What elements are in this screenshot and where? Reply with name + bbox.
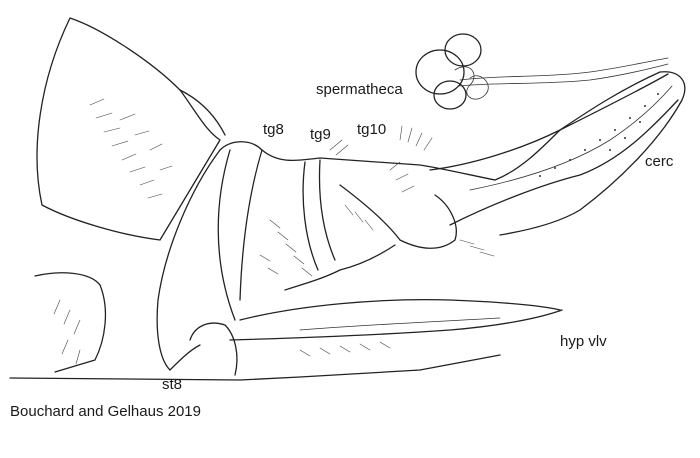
setae-segment-7 [89, 98, 173, 199]
sternite-8-outline [189, 322, 238, 376]
setae-segment-9-10 [329, 125, 433, 231]
segment-7-inner-fold [179, 89, 226, 136]
hypogynial-valve-upper [239, 299, 561, 321]
spermatheca-bulb-2 [444, 33, 482, 67]
segment-8-band-2 [239, 149, 263, 301]
setae-segment-8 [259, 219, 313, 277]
spermatheca-duct-2 [457, 63, 669, 87]
hypogynial-valve-lower [229, 309, 563, 341]
baseline [9, 354, 501, 381]
spermatheca-bulb-3 [433, 80, 467, 110]
label-st8: st8 [162, 376, 183, 393]
cercus-upper [429, 73, 669, 171]
figure-credit: Bouchard and Gelhaus 2019 [10, 403, 201, 420]
spermatheca-bulb-1 [415, 49, 465, 95]
segment-9-band [302, 161, 319, 271]
spermatheca-duct-1 [459, 57, 669, 81]
setae-lower-left [53, 299, 81, 365]
cercus-punctation [539, 93, 659, 177]
sternite-8-fold [169, 344, 201, 371]
hypogynial-valve-inner [299, 317, 501, 331]
label-tg9: tg9 [310, 126, 331, 143]
cercus-inner-line [469, 85, 673, 191]
label-tg10: tg10 [357, 121, 387, 138]
segment-8-left-edge [156, 149, 221, 371]
segment-10-lower [284, 244, 396, 291]
lower-left-lobe [34, 272, 107, 373]
label-cerc: cerc [645, 153, 674, 170]
label-tg8: tg8 [263, 121, 284, 138]
setae-valve [299, 239, 495, 357]
label-spermatheca: spermatheca [316, 81, 403, 98]
segment-8-band [217, 149, 236, 321]
segment-9-band-2 [318, 159, 336, 261]
segment-10-plate [339, 184, 457, 249]
segment-7-plate [36, 17, 221, 241]
segment-8-outline [219, 71, 686, 236]
label-hyp-vlv: hyp vlv [560, 333, 607, 350]
cercus-lower [449, 99, 679, 226]
spermatheca-duct-loops [454, 66, 489, 100]
